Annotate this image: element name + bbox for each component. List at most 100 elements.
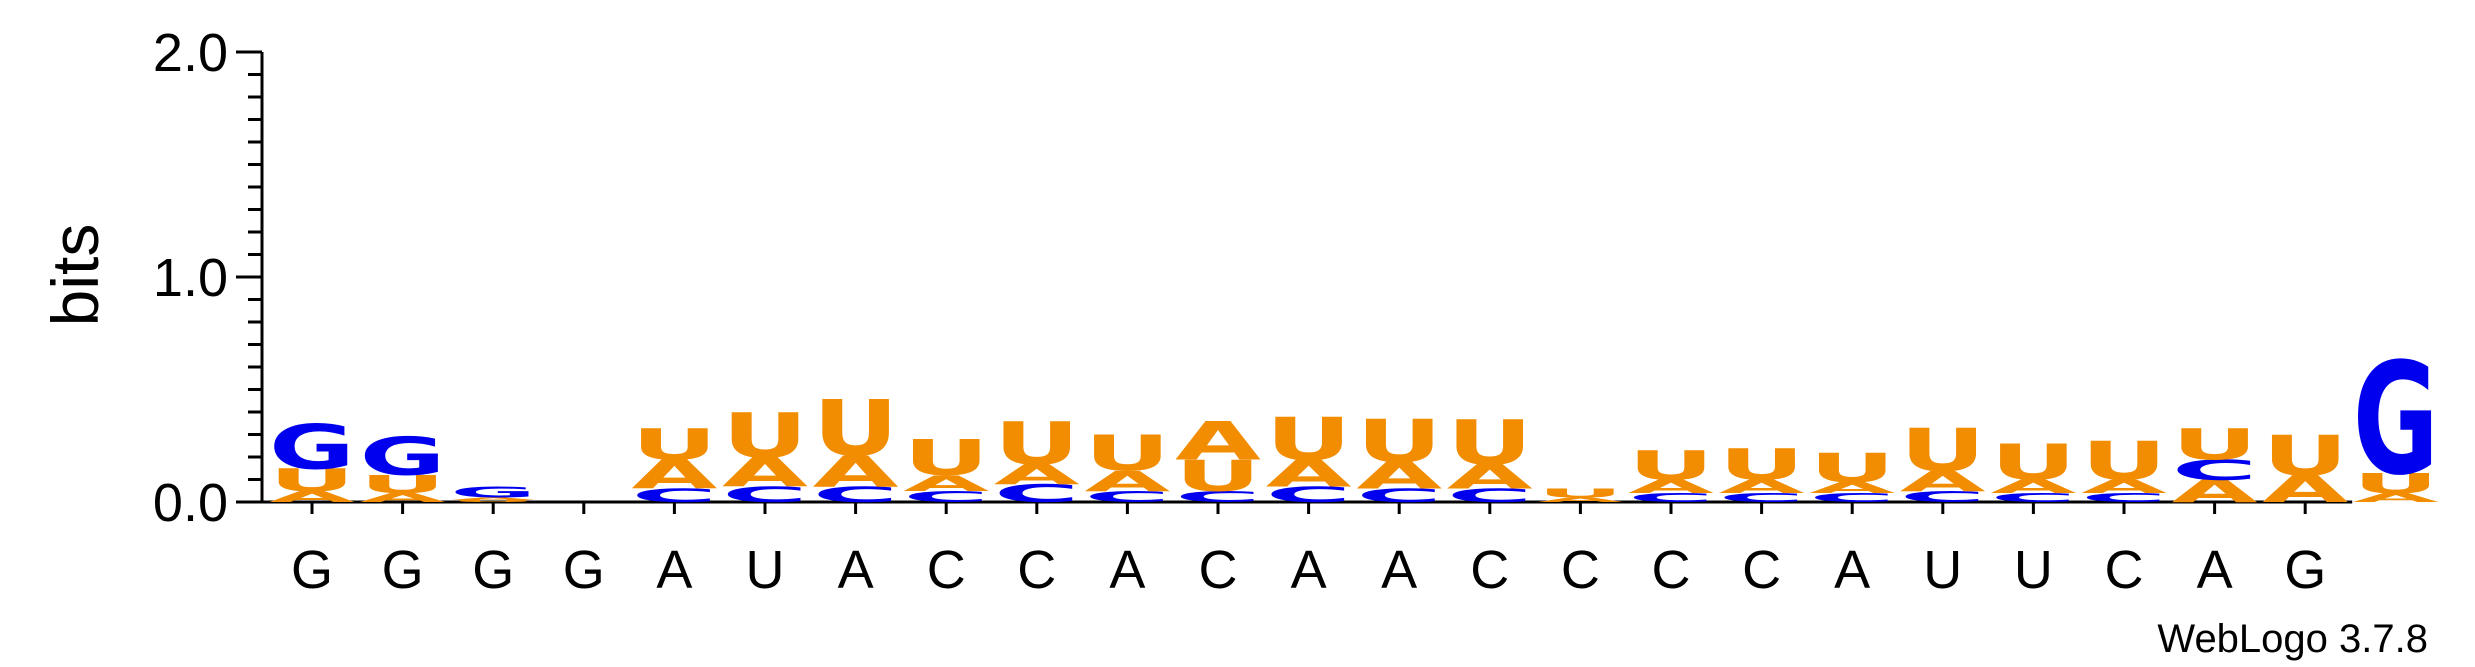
logo-stack: CAU — [722, 401, 808, 507]
logo-letter: U — [2172, 420, 2258, 470]
logo-letter: A — [1809, 479, 1895, 497]
logo-letter: U — [450, 499, 536, 503]
logo-stack: CAU — [1628, 442, 1714, 504]
logo-letter: U — [360, 471, 446, 500]
logo-letter: A — [2172, 474, 2258, 510]
x-tick-label: C — [1199, 540, 1238, 600]
logo-stack: CAU — [2081, 431, 2167, 505]
logo-letter: A — [1447, 458, 1534, 497]
logo-stack: CAU — [1084, 425, 1170, 506]
logo-letter: A — [2081, 476, 2167, 498]
logo-letter: G — [269, 412, 355, 484]
logo-letter: C — [1809, 491, 1895, 505]
logo-letter: A — [903, 471, 989, 496]
logo-letter: A — [1266, 452, 1352, 495]
logo-letter: C — [1990, 491, 2076, 505]
logo-letter: C — [2081, 491, 2167, 505]
weblogo-credit: WebLogo 3.7.8 — [2157, 617, 2428, 661]
x-tick-label: A — [656, 540, 692, 600]
logo-letter: C — [1628, 491, 1714, 505]
logo-letter: G — [2353, 331, 2439, 510]
logo-letter: C — [1447, 485, 1533, 507]
x-tick-label: A — [1291, 540, 1327, 600]
x-tick-label: U — [2014, 540, 2053, 600]
logo-letter: G — [360, 426, 446, 487]
x-tick-label: A — [1109, 540, 1145, 600]
logo-stack: AUG — [269, 412, 355, 506]
logo-letter: A — [450, 497, 536, 501]
logo-letter: C — [1900, 488, 1986, 506]
logo-stack: CAU — [1356, 408, 1442, 506]
logo-letter: U — [2262, 424, 2348, 488]
x-tick-label: G — [563, 540, 605, 600]
logo-stack: CUA — [1175, 411, 1261, 506]
logo-letter: A — [1900, 465, 1986, 497]
logo-letter: A — [1175, 411, 1261, 472]
logo-letter: A — [722, 449, 808, 496]
x-tick-label: C — [1742, 540, 1781, 600]
logo-letter: U — [1175, 451, 1261, 501]
logo-letter: U — [2081, 431, 2167, 492]
logo-stack: UAG — [450, 483, 536, 502]
logo-stack: CAU — [1447, 408, 1534, 507]
logo-letter: A — [813, 446, 899, 496]
logo-letter: U — [269, 463, 355, 499]
logo-stack: AUG — [2353, 331, 2439, 510]
logo-letter: C — [722, 482, 808, 507]
logo-letter: C — [994, 479, 1080, 508]
logo-letter: A — [2262, 468, 2348, 511]
x-tick-label: U — [746, 540, 785, 600]
logo-letter: U — [722, 401, 808, 472]
logo-letter: U — [813, 383, 899, 473]
logo-stack: CAU — [1809, 445, 1895, 505]
logo-letter: U — [1990, 434, 2076, 491]
x-tick-label: G — [2284, 540, 2326, 600]
logo-stack: CAU — [1900, 417, 1986, 506]
logo-stack: CAU — [994, 410, 1080, 507]
logo-letter: G — [450, 483, 536, 501]
logo-letter: U — [1900, 417, 1986, 485]
logo-stack: CAU — [813, 383, 899, 507]
logo-letter: A — [2353, 491, 2439, 505]
logo-letter: A — [1628, 476, 1714, 498]
logo-letter: U — [1719, 440, 1805, 490]
logo-letter: A — [994, 459, 1080, 491]
logo-letter: C — [1175, 488, 1261, 506]
y-axis-label: bits — [38, 224, 112, 327]
logo-stack: CAU — [1990, 434, 2076, 505]
logo-letter: U — [1537, 486, 1623, 500]
logo-stack: AU — [1537, 486, 1623, 503]
logo-stack: AU — [2262, 424, 2348, 511]
logo-stack: AUG — [360, 426, 446, 505]
x-tick-label: C — [1561, 540, 1600, 600]
logo-letter: U — [903, 430, 989, 487]
x-tick-label: A — [2197, 540, 2233, 600]
logo-letter: U — [1628, 442, 1714, 489]
x-tick-label: G — [382, 540, 424, 600]
logo-letter: A — [1719, 476, 1805, 498]
logo-letter: A — [1537, 496, 1623, 503]
logo-stack: ACU — [2172, 420, 2258, 510]
logo-letter: U — [1809, 445, 1895, 492]
logo-letter: A — [1990, 476, 2076, 498]
logo-letter: C — [903, 488, 989, 506]
x-tick-label: G — [291, 540, 333, 600]
x-tick-label: C — [1652, 540, 1691, 600]
logo-letter: A — [1356, 454, 1442, 497]
logo-letter: C — [1719, 491, 1805, 505]
x-tick-label: G — [472, 540, 514, 600]
logo-letter: U — [1447, 408, 1533, 479]
logo-stack: CAU — [903, 430, 989, 506]
logo-letter: U — [2353, 468, 2439, 500]
x-tick-label: A — [838, 540, 874, 600]
x-tick-label: C — [927, 540, 966, 600]
logo-stack: CAU — [631, 420, 717, 507]
x-tick-label: U — [1923, 540, 1962, 600]
logo-letter: U — [1356, 408, 1442, 476]
logo-letter: A — [360, 491, 446, 505]
y-tick-label: 0.0 — [153, 473, 228, 533]
x-tick-label: C — [2105, 540, 2144, 600]
